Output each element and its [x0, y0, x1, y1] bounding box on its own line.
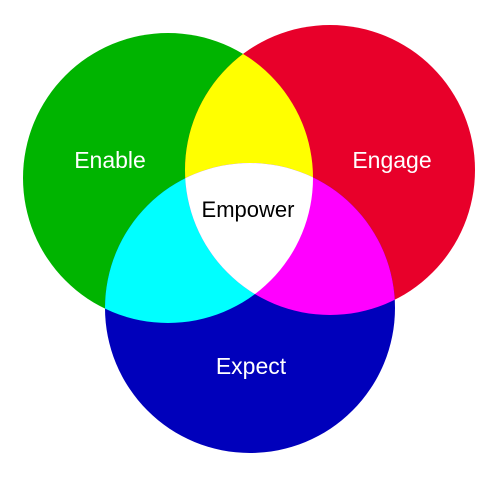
- label-enable: Enable: [74, 147, 146, 173]
- label-expect: Expect: [216, 353, 287, 379]
- label-engage: Engage: [352, 147, 431, 173]
- label-empower: Empower: [202, 197, 295, 222]
